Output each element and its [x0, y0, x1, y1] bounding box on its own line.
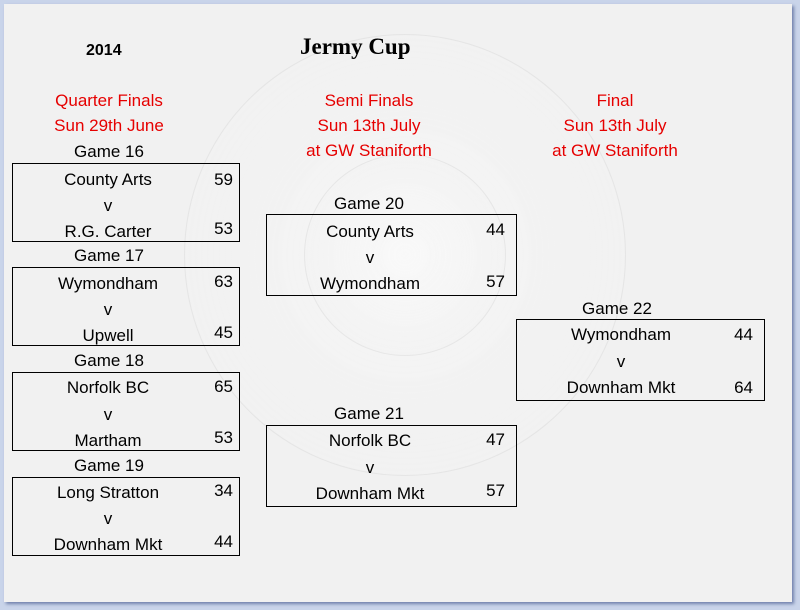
game-18-home-team: Norfolk BC: [66, 378, 150, 397]
game-19-home-score: 34: [214, 481, 233, 500]
final-venue: at GW Staniforth: [552, 141, 678, 160]
game-20-home-team: County Arts: [326, 222, 414, 241]
game-16-away-score: 53: [214, 219, 233, 238]
game-16-away-team: R.G. Carter: [64, 222, 152, 241]
game-18-away-score: 53: [214, 428, 233, 447]
game-16-home-score: 59: [214, 170, 233, 189]
game-16-label: Game 16: [74, 142, 144, 161]
game-17-home-score: 63: [214, 272, 233, 291]
game-17-home-team: Wymondham: [58, 274, 158, 293]
game-16-vs: v: [103, 196, 113, 215]
game-21-home-team: Norfolk BC: [328, 431, 412, 450]
game-17-label: Game 17: [74, 246, 144, 265]
semi-finals-name: Semi Finals: [324, 91, 414, 110]
game-22-away-score: 64: [734, 378, 753, 397]
game-19-vs: v: [103, 509, 113, 528]
final-header: Final Sun 13th July at GW Staniforth: [520, 88, 710, 163]
game-20-away-score: 57: [486, 272, 505, 291]
game-21-away-team: Downham Mkt: [315, 484, 425, 503]
game-21-home-score: 47: [486, 430, 505, 449]
game-18-away-team: Martham: [74, 431, 142, 450]
game-21-away-score: 57: [486, 481, 505, 500]
game-19-home-team: Long Stratton: [56, 483, 160, 502]
game-17-away-score: 45: [214, 323, 233, 342]
final-name: Final: [596, 91, 634, 110]
game-18-vs: v: [103, 405, 113, 424]
game-20-vs: v: [365, 248, 375, 267]
quarter-finals-name: Quarter Finals: [55, 91, 163, 110]
game-18-label: Game 18: [74, 351, 144, 370]
game-19-away-score: 44: [214, 532, 233, 551]
final-date: Sun 13th July: [563, 116, 667, 135]
game-17-box: Wymondham 63 v Upwell 45: [12, 267, 240, 346]
game-18-box: Norfolk BC 65 v Martham 53: [12, 372, 240, 451]
bracket-sheet: 2014 Jermy Cup Quarter Finals Sun 29th J…: [4, 4, 792, 602]
game-22-label: Game 22: [582, 299, 652, 318]
year-label: 2014: [86, 42, 122, 59]
game-21-vs: v: [365, 458, 375, 477]
game-21-box: Norfolk BC 47 v Downham Mkt 57: [266, 425, 517, 507]
semi-finals-date: Sun 13th July: [317, 116, 421, 135]
quarter-finals-date: Sun 29th June: [54, 116, 164, 135]
game-20-label: Game 20: [334, 194, 404, 213]
game-22-vs: v: [616, 352, 626, 371]
game-16-box: County Arts 59 v R.G. Carter 53: [12, 163, 240, 242]
game-17-away-team: Upwell: [82, 326, 134, 345]
game-18-home-score: 65: [214, 377, 233, 396]
game-22-home-team: Wymondham: [571, 325, 671, 344]
game-22-away-team: Downham Mkt: [566, 378, 676, 397]
game-20-away-team: Wymondham: [320, 274, 420, 293]
game-22-home-score: 44: [734, 325, 753, 344]
game-19-label: Game 19: [74, 456, 144, 475]
game-19-box: Long Stratton 34 v Downham Mkt 44: [12, 477, 240, 556]
quarter-finals-header: Quarter Finals Sun 29th June: [14, 88, 204, 138]
game-20-box: County Arts 44 v Wymondham 57: [266, 214, 517, 296]
game-16-home-team: County Arts: [64, 170, 152, 189]
game-22-box: Wymondham 44 v Downham Mkt 64: [516, 319, 765, 401]
game-19-away-team: Downham Mkt: [53, 535, 163, 554]
game-20-home-score: 44: [486, 220, 505, 239]
game-21-label: Game 21: [334, 404, 404, 423]
semi-finals-venue: at GW Staniforth: [306, 141, 432, 160]
page-title: Jermy Cup: [300, 34, 411, 59]
game-17-vs: v: [103, 300, 113, 319]
semi-finals-header: Semi Finals Sun 13th July at GW Stanifor…: [274, 88, 464, 163]
